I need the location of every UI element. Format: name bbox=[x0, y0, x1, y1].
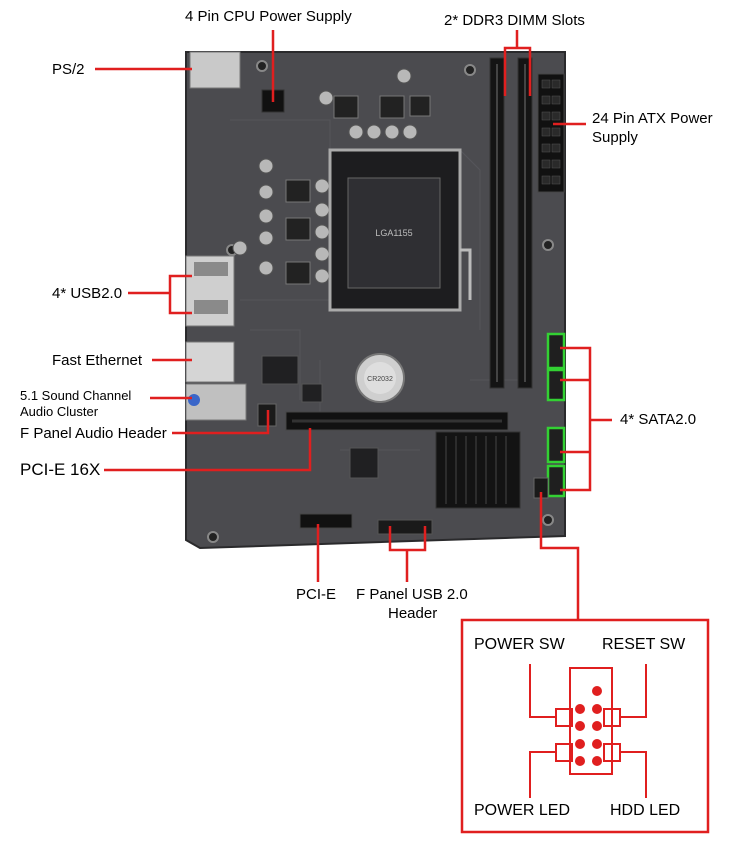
usb-header bbox=[377, 519, 433, 535]
sata-ports bbox=[546, 332, 566, 498]
pcie-x1-slot bbox=[299, 513, 353, 529]
cmos-battery bbox=[355, 353, 405, 403]
label-power-sw: POWER SW bbox=[474, 636, 565, 653]
label-pcie16: PCI-E 16X bbox=[20, 460, 101, 479]
cpu-socket bbox=[328, 148, 472, 312]
front-panel-detail bbox=[460, 618, 710, 834]
leader-lines bbox=[95, 30, 612, 620]
label-fast-ethernet: Fast Ethernet bbox=[52, 352, 143, 369]
label-fp-audio: F Panel Audio Header bbox=[20, 425, 167, 442]
label-power-led: POWER LED bbox=[474, 802, 571, 819]
chips bbox=[261, 355, 379, 479]
battery-marking: CR2032 bbox=[367, 376, 393, 383]
label-ddr3-slots: 2* DDR3 DIMM Slots bbox=[444, 12, 585, 29]
ddr3-slots bbox=[489, 57, 533, 389]
vrm-components bbox=[232, 68, 431, 285]
label-pcie: PCI-E bbox=[296, 586, 337, 603]
label-fp-usb-2: Header bbox=[388, 605, 438, 622]
socket-marking: LGA1155 bbox=[375, 228, 412, 238]
label-reset-sw: RESET SW bbox=[602, 636, 686, 653]
chipset-heatsink bbox=[435, 431, 521, 509]
label-atx-power-1: 24 Pin ATX Power bbox=[592, 110, 713, 127]
label-sata: 4* SATA2.0 bbox=[620, 411, 697, 428]
rear-io bbox=[185, 51, 247, 421]
label-audio-cluster-2: Audio Cluster bbox=[20, 404, 99, 419]
label-usb2: 4* USB2.0 bbox=[52, 285, 123, 302]
label-cpu-power: 4 Pin CPU Power Supply bbox=[185, 8, 352, 25]
label-audio-cluster-1: 5.1 Sound Channel bbox=[20, 388, 132, 403]
label-fp-usb-1: F Panel USB 2.0 bbox=[356, 586, 468, 603]
label-ps2: PS/2 bbox=[52, 61, 85, 78]
label-hdd-led: HDD LED bbox=[610, 802, 681, 819]
label-atx-power-2: Supply bbox=[592, 129, 638, 146]
